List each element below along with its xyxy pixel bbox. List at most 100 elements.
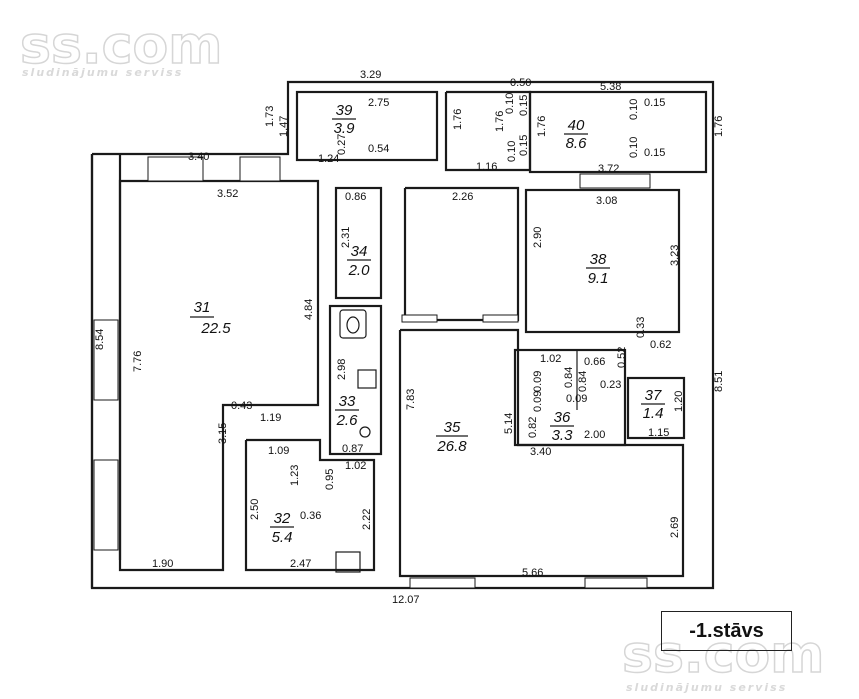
room-40-outline	[528, 90, 708, 174]
dim-label: 12.07	[392, 594, 420, 606]
dim-label: 3.52	[217, 188, 238, 200]
dim-label: 0.54	[368, 143, 389, 155]
dim-label: 2.90	[532, 227, 544, 248]
dim-label: 2.75	[368, 97, 389, 109]
windows	[93, 156, 651, 589]
dim-label: 1.15	[648, 427, 669, 439]
dim-label: 0.15	[518, 135, 530, 156]
dim-label: 0.84	[577, 371, 589, 392]
dim-label: 1.90	[152, 558, 173, 570]
dim-label: 1.76	[494, 111, 506, 132]
room-38-outline	[524, 188, 681, 334]
room-33-area: 2.6	[336, 412, 359, 429]
dim-label: 1.23	[289, 465, 301, 486]
watermark-brand-top: ss.com	[20, 16, 222, 76]
dim-label: 0.66	[584, 356, 605, 368]
dim-label: 3.40	[188, 151, 209, 163]
dim-label: 2.47	[290, 558, 311, 570]
watermark-tagline-top: sludinājumu serviss	[22, 66, 183, 79]
dim-label: 5.14	[503, 413, 515, 434]
dim-label: 3.29	[360, 69, 381, 81]
room-33-number: 33	[339, 393, 356, 410]
dim-label: 0.10	[628, 137, 640, 158]
room-35-outline	[398, 328, 685, 578]
dim-label: 0.27	[336, 134, 348, 155]
watermark-tagline-bottom: sludinājumu serviss	[626, 681, 787, 694]
dim-label: 3.72	[598, 163, 619, 175]
dim-label: 3.15	[217, 423, 229, 444]
room-34-outline	[334, 186, 383, 300]
room-39-number: 39	[336, 102, 353, 119]
dim-label: 2.69	[669, 517, 681, 538]
dim-label: 8.54	[94, 329, 106, 350]
dim-label: 7.76	[132, 351, 144, 372]
dim-label: 1.09	[268, 445, 289, 457]
room-labels: 31 22.5 32 5.4 33 2.6 34 2.0 35 26.8 36 …	[190, 102, 665, 546]
floor-label: -1.stāvs	[661, 611, 792, 651]
dim-label: 3.40	[530, 446, 551, 458]
dim-label: 2.31	[340, 227, 352, 248]
dim-label: 1.76	[713, 116, 725, 137]
room-36-number: 36	[554, 409, 571, 426]
dim-label: 1.16	[476, 161, 497, 173]
room-38-number: 38	[590, 251, 607, 268]
corridor-top	[444, 90, 532, 172]
hall-outline	[403, 186, 520, 322]
dim-label: 1.76	[536, 116, 548, 137]
room-34-number: 34	[351, 243, 368, 260]
room-35-number: 35	[444, 419, 461, 436]
dim-label: 0.86	[345, 191, 366, 203]
watermark-top: ss.com sludinājumu serviss	[19, 15, 223, 79]
dim-label: 1.19	[260, 412, 281, 424]
room-37-number: 37	[645, 387, 662, 404]
dim-label: 2.26	[452, 191, 473, 203]
dim-label: 1.24	[318, 153, 339, 165]
room-32-area: 5.4	[272, 529, 293, 546]
dim-label: 1.20	[673, 391, 685, 412]
dim-label: 0.62	[650, 339, 671, 351]
room-32-number: 32	[274, 510, 291, 527]
dim-label: 0.09	[532, 371, 544, 392]
dim-label: 1.02	[345, 460, 366, 472]
dim-label: 0.84	[563, 367, 575, 388]
dim-label: 0.52	[616, 347, 628, 368]
dim-label: 2.00	[584, 429, 605, 441]
dim-label: 0.09	[532, 391, 544, 412]
dim-label: 0.50	[510, 77, 531, 89]
dim-label: 0.15	[644, 97, 665, 109]
dim-label: 0.15	[518, 95, 530, 116]
dim-label: 0.95	[324, 469, 336, 490]
dim-label: 2.98	[336, 359, 348, 380]
dim-label: 0.09	[566, 393, 587, 405]
room-31-outline	[118, 179, 320, 572]
dim-label: 8.51	[713, 371, 725, 392]
dim-label: 0.33	[635, 317, 647, 338]
room-36-area: 3.3	[552, 427, 574, 444]
room-32-outline	[244, 438, 376, 572]
dim-label: 0.10	[504, 93, 516, 114]
dim-label: 3.08	[596, 195, 617, 207]
room-38-area: 9.1	[588, 270, 609, 287]
dim-label: 2.50	[249, 499, 261, 520]
dim-label: 0.15	[644, 147, 665, 159]
dim-label: 0.43	[231, 400, 252, 412]
room-31-area: 22.5	[200, 320, 231, 337]
dimension-labels: 3.29 0.50 5.38 1.73 1.47 2.75 1.24 0.54 …	[94, 69, 725, 606]
dim-label: 3.23	[669, 245, 681, 266]
room-40-area: 8.6	[566, 135, 588, 152]
dim-label: 1.47	[278, 116, 290, 137]
fixtures	[335, 309, 377, 573]
room-37-area: 1.4	[643, 405, 664, 422]
dim-label: 1.73	[264, 106, 276, 127]
dim-label: 2.22	[361, 509, 373, 530]
dim-label: 5.38	[600, 81, 621, 93]
dim-label: 0.10	[506, 141, 518, 162]
room-33-outline	[328, 304, 383, 456]
room-40-number: 40	[568, 117, 585, 134]
dim-label: 0.82	[527, 417, 539, 438]
room-34-area: 2.0	[348, 262, 371, 279]
room-36-outline	[513, 348, 627, 447]
dim-label: 7.83	[405, 389, 417, 410]
